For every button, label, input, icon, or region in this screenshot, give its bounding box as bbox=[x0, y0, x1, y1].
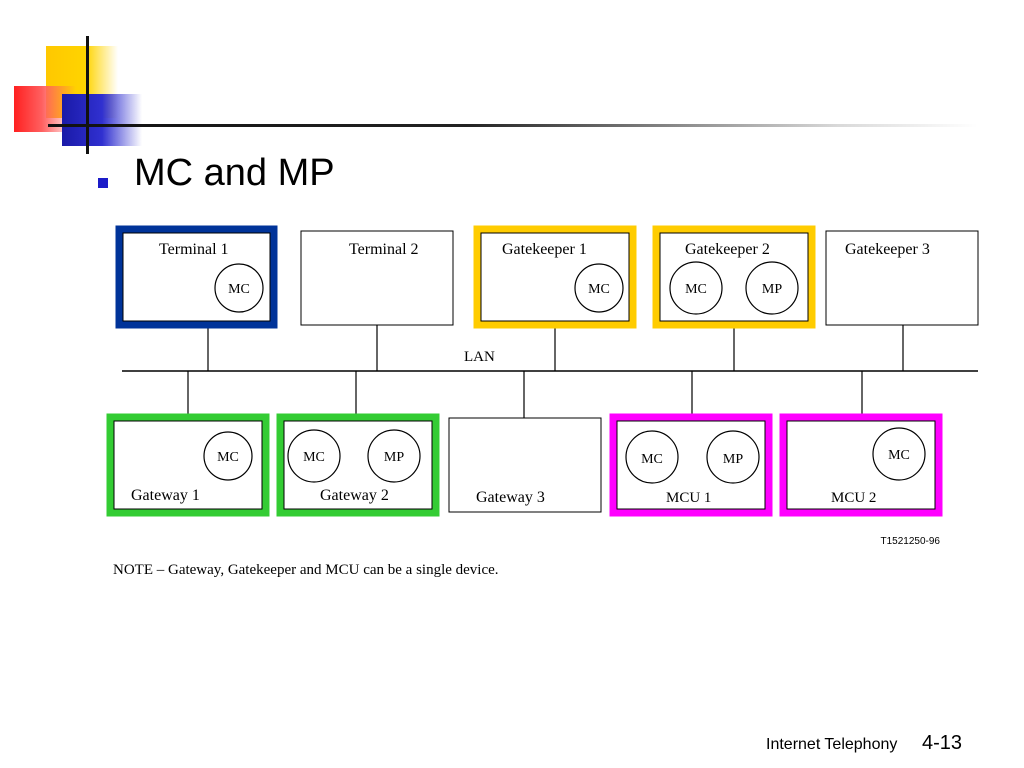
terminal-1-mc-circle bbox=[214, 263, 264, 313]
gatekeeper-2-mc-circle bbox=[669, 261, 723, 315]
gatekeeper-2-mp-circle bbox=[745, 261, 799, 315]
gateway-1-label: Gateway 1 bbox=[131, 487, 200, 504]
mcu-1-mc-circle bbox=[625, 430, 679, 484]
mcu-2-label: MCU 2 bbox=[831, 490, 876, 506]
terminal-1-mc-label: MC bbox=[228, 282, 250, 297]
gateway-1-mc-label: MC bbox=[217, 450, 239, 465]
gatekeeper-1-mc-circle bbox=[574, 263, 624, 313]
lan-label: LAN bbox=[464, 349, 495, 365]
diagram-note: NOTE – Gateway, Gatekeeper and MCU can b… bbox=[113, 562, 499, 578]
slide-title: MC and MP bbox=[134, 152, 335, 194]
gateway-1-mc-circle bbox=[203, 431, 253, 481]
gatekeeper-2-label: Gatekeeper 2 bbox=[685, 241, 770, 258]
mcu-1-mp-label: MP bbox=[723, 452, 743, 467]
terminal-1-highlight bbox=[115, 225, 278, 329]
gatekeeper-3-label: Gatekeeper 3 bbox=[845, 241, 930, 258]
gateway-2-mc-circle bbox=[287, 429, 341, 483]
gatekeeper-2-mp-label: MP bbox=[762, 282, 782, 297]
mcu-2-mc-label: MC bbox=[888, 448, 910, 463]
gatekeeper-1-highlight bbox=[473, 225, 637, 329]
gatekeeper-1-mc-label: MC bbox=[588, 282, 610, 297]
mcu-1-mp-circle bbox=[706, 430, 760, 484]
gateway-3-box bbox=[448, 417, 602, 513]
terminal-2-label: Terminal 2 bbox=[349, 241, 419, 258]
gateway-2-mp-label: MP bbox=[384, 450, 404, 465]
bullet-icon bbox=[98, 178, 108, 188]
terminal-2-box bbox=[300, 230, 454, 326]
mcu-2-highlight bbox=[779, 413, 943, 517]
mcu-2-mc-circle bbox=[872, 427, 926, 481]
footer-label: Internet Telephony bbox=[766, 736, 898, 753]
gatekeeper-2-mc-label: MC bbox=[685, 282, 707, 297]
gatekeeper-2-highlight bbox=[652, 225, 816, 329]
mcu-1-label: MCU 1 bbox=[666, 490, 711, 506]
gateway-2-mp-circle bbox=[367, 429, 421, 483]
mcu-1-highlight bbox=[609, 413, 773, 517]
page-number: 4-13 bbox=[922, 732, 963, 754]
figure-id: T1521250-96 bbox=[881, 536, 941, 547]
gateway-3-label: Gateway 3 bbox=[476, 489, 545, 506]
gateway-2-highlight bbox=[276, 413, 440, 517]
title-underline bbox=[48, 124, 978, 127]
gateway-1-highlight bbox=[106, 413, 270, 517]
decor-vertical-line bbox=[86, 36, 89, 154]
terminal-1-label: Terminal 1 bbox=[159, 241, 229, 258]
gatekeeper-1-label: Gatekeeper 1 bbox=[502, 241, 587, 258]
gateway-2-mc-label: MC bbox=[303, 450, 325, 465]
gateway-2-label: Gateway 2 bbox=[320, 487, 389, 504]
mcu-1-mc-label: MC bbox=[641, 452, 663, 467]
gatekeeper-3-box bbox=[825, 230, 979, 326]
decor-blue-square bbox=[62, 94, 142, 146]
